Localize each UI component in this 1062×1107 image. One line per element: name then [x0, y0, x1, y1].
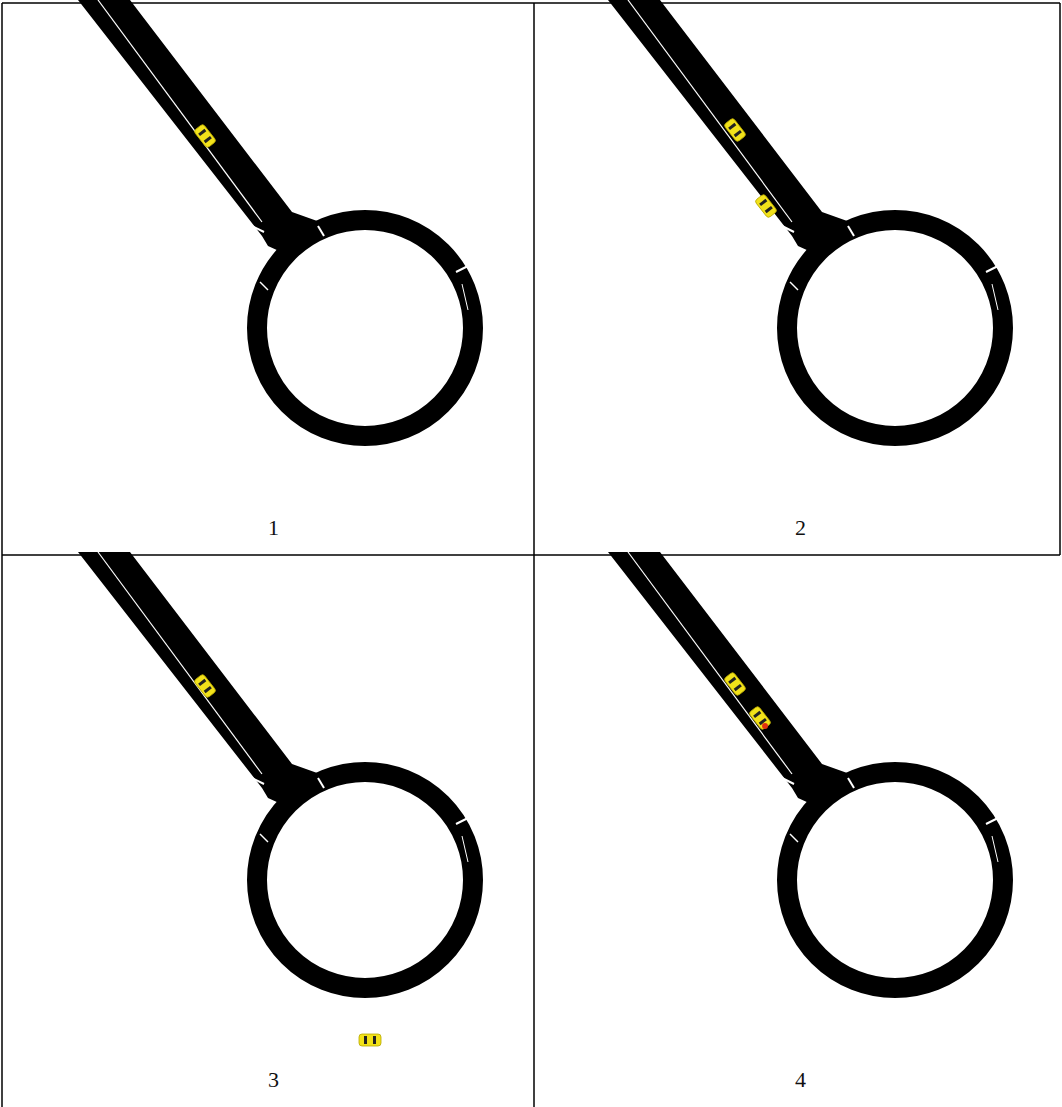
panel-number: 2	[795, 517, 806, 539]
panel-scene	[608, 552, 1003, 988]
car-icon	[193, 674, 216, 699]
car-icon	[193, 124, 216, 149]
panel-number: 3	[268, 1069, 279, 1091]
car-icon	[359, 1034, 381, 1046]
panel-number: 1	[268, 517, 279, 539]
car-icon	[748, 706, 771, 731]
panel-scene	[78, 552, 473, 988]
panel-scene	[608, 0, 1003, 436]
panel-number: 4	[795, 1069, 806, 1091]
car-icon	[723, 118, 746, 143]
car-icon	[754, 194, 777, 219]
car-icon	[723, 672, 746, 697]
table-grid	[2, 3, 1060, 1107]
panel-scene	[78, 0, 473, 436]
